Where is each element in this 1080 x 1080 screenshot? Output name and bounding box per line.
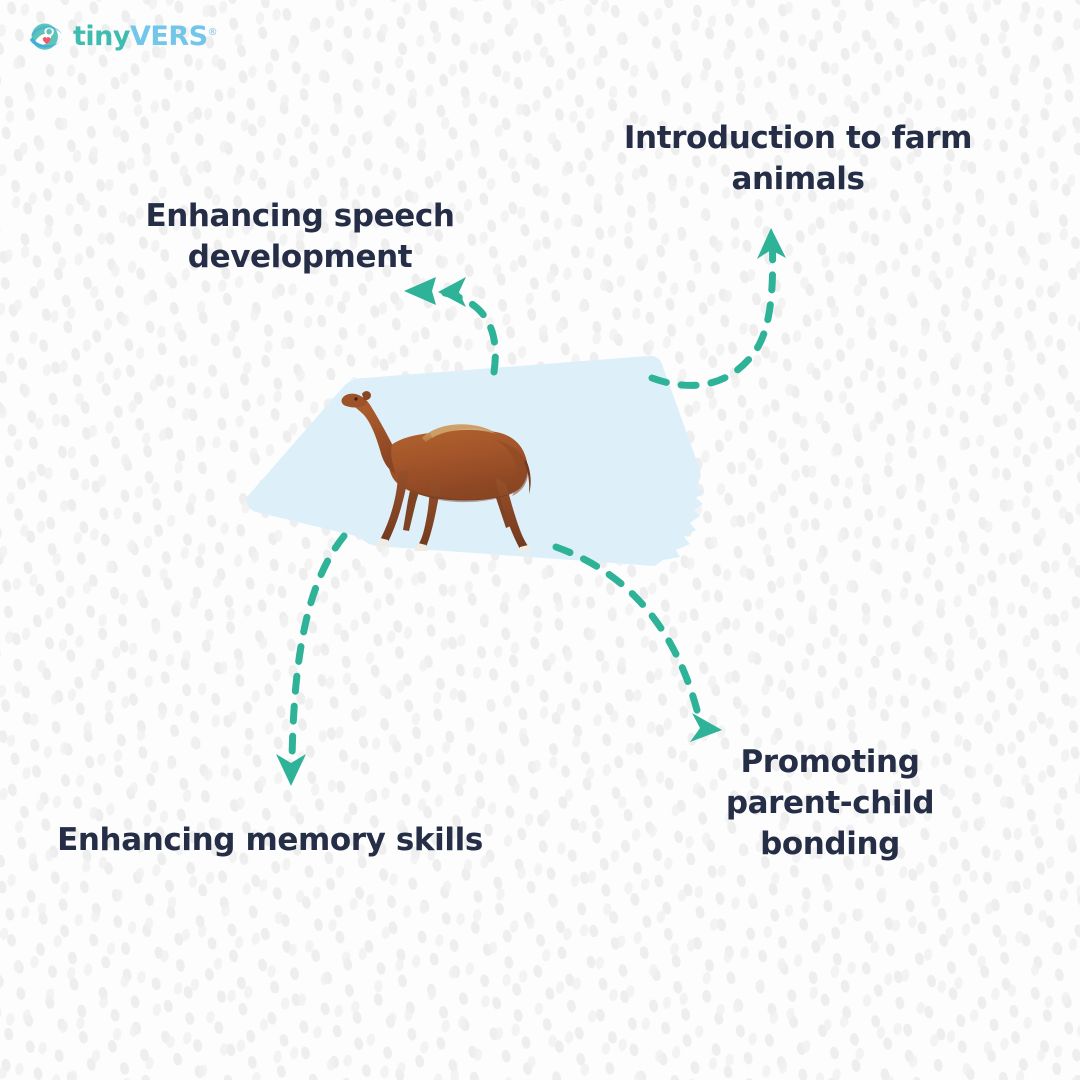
label-line-2: animals	[731, 161, 865, 198]
logo-word-vers: VERS	[129, 20, 208, 52]
label-line-1: Enhancing memory skills	[57, 822, 483, 858]
label-line-1: Promoting	[740, 744, 920, 780]
camel-illustration	[341, 391, 532, 553]
tinyvers-logo[interactable]: tinyVERS®	[26, 16, 218, 56]
tinyvers-baby-globe-icon	[29, 23, 63, 50]
label-enhancing-speech-development: Enhancing speech development	[120, 196, 480, 278]
label-promoting-parent-child-bonding: Promoting parent-child bonding	[700, 742, 960, 866]
logo-wordmark: tinyVERS®	[73, 20, 218, 52]
label-enhancing-memory-skills: Enhancing memory skills	[40, 820, 500, 861]
label-line-2: development	[187, 239, 413, 276]
label-line-1: Enhancing speech	[145, 198, 455, 234]
label-line-1: Introduction to farm	[623, 120, 973, 156]
label-introduction-to-farm-animals: Introduction to farm animals	[618, 118, 978, 200]
label-line-2: parent-child	[725, 785, 935, 822]
label-line-3: bonding	[760, 826, 900, 863]
logo-trademark-symbol: ®	[207, 26, 218, 38]
logo-word-tiny: tiny	[73, 20, 130, 52]
